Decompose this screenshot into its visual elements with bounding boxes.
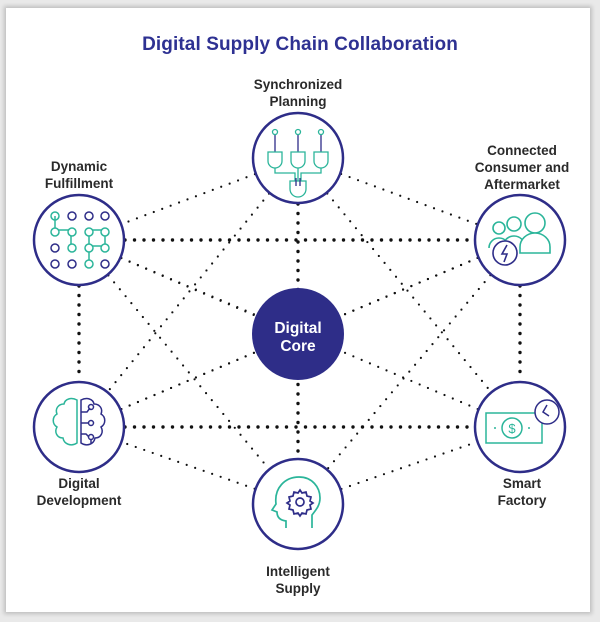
head-gear-icon	[270, 476, 321, 528]
label-dynamic-fulfillment: Dynamic Fulfillment	[9, 158, 149, 192]
label-line: Smart	[502, 476, 542, 491]
connector-line-bot-br	[340, 440, 478, 491]
node-smart-factory[interactable]: $	[473, 380, 567, 474]
label-line: Fulfillment	[44, 176, 114, 191]
label-line: Connected	[487, 143, 557, 158]
dot-grid-path-icon	[50, 211, 110, 269]
label-line: Intelligent	[266, 564, 330, 579]
node-digital-development[interactable]	[32, 380, 126, 474]
digital-core-circle[interactable]	[252, 288, 344, 380]
core-label-line2: Core	[280, 338, 316, 355]
label-synchronized-planning: Synchronized Planning	[228, 76, 368, 110]
connector-line-tl-bot	[107, 274, 270, 470]
connector-line-top-bl	[106, 192, 271, 393]
label-smart-factory: Smart Factory	[452, 475, 592, 509]
label-line: Dynamic	[50, 159, 108, 174]
label-line: Consumer and	[474, 160, 570, 175]
label-line: Supply	[275, 581, 321, 596]
label-line: Factory	[497, 493, 547, 508]
core-label-line1: Digital	[274, 320, 322, 337]
label-line: Planning	[269, 94, 327, 109]
connector-line-top-tr	[340, 172, 478, 226]
connector-line-bot-bl	[121, 441, 256, 490]
label-line: Synchronized	[253, 77, 343, 92]
people-lightning-icon	[488, 212, 551, 266]
money-clock-icon: $	[485, 399, 560, 444]
node-synchronized-planning[interactable]	[251, 111, 345, 205]
connector-line-tl-core	[120, 257, 257, 317]
label-digital-development: Digital Development	[9, 475, 149, 509]
diagram-title: Digital Supply Chain Collaboration	[142, 34, 458, 55]
label-line: Development	[36, 493, 122, 508]
connector-line-tr-core	[339, 256, 479, 318]
connector-line-top-br	[326, 192, 492, 393]
node-intelligent-supply[interactable]	[251, 457, 345, 551]
brain-circuit-icon	[52, 397, 106, 446]
connector-line-top-tl	[120, 173, 257, 225]
logic-gates-icon	[267, 128, 329, 198]
digital-core-label: Digital Core	[238, 320, 358, 356]
label-connected-consumer: Connected Consumer and Aftermarket	[452, 142, 592, 193]
label-line: Aftermarket	[484, 177, 560, 192]
svg-text:$: $	[508, 421, 516, 436]
connector-line-tr-bot	[326, 274, 492, 470]
connectors	[77, 172, 522, 491]
label-intelligent-supply: Intelligent Supply	[228, 563, 368, 597]
node-connected-consumer[interactable]	[473, 193, 567, 287]
label-line: Digital	[58, 476, 100, 491]
node-dynamic-fulfillment[interactable]	[32, 193, 126, 287]
